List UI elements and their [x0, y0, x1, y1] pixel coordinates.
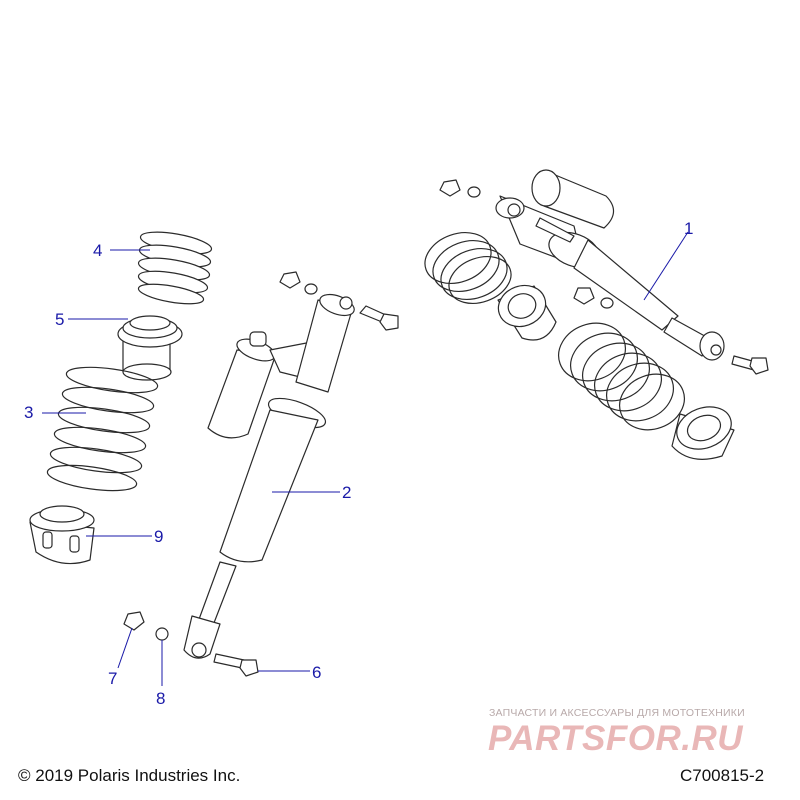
callout-5: 5 — [55, 310, 65, 329]
drawing-id: C700815-2 — [680, 766, 765, 785]
shock-absorber-center — [183, 293, 355, 659]
spring-spacer-right — [497, 284, 557, 341]
main-spring-left — [46, 366, 159, 492]
watermark-logo: PARTSFOR.RU — [488, 719, 744, 758]
top-spring-left — [137, 231, 213, 305]
callout-2: 2 — [342, 483, 352, 502]
leader-line-1 — [643, 231, 689, 301]
callout-9: 9 — [154, 527, 164, 546]
shock-absorber-right — [495, 169, 725, 361]
hardware-center — [123, 271, 399, 677]
callout-7: 7 — [108, 669, 118, 688]
callout-1: 1 — [684, 219, 694, 238]
callout-4: 4 — [93, 241, 103, 260]
hardware-right — [439, 179, 769, 375]
callout-8: 8 — [156, 689, 166, 708]
top-spring-right — [424, 232, 512, 304]
copyright-text: © 2019 Polaris Industries Inc. — [18, 766, 241, 785]
callout-3: 3 — [24, 403, 34, 422]
watermark-tagline: ЗАПЧАСТИ И АКСЕССУАРЫ ДЛЯ МОТОТЕХНИКИ — [489, 707, 745, 719]
main-spring-right — [558, 322, 685, 431]
spring-spacer-left — [117, 315, 183, 381]
leader-line-7 — [117, 627, 133, 669]
callout-6: 6 — [312, 663, 322, 682]
spring-seat-right — [671, 406, 735, 460]
spring-seat-left — [29, 505, 95, 565]
